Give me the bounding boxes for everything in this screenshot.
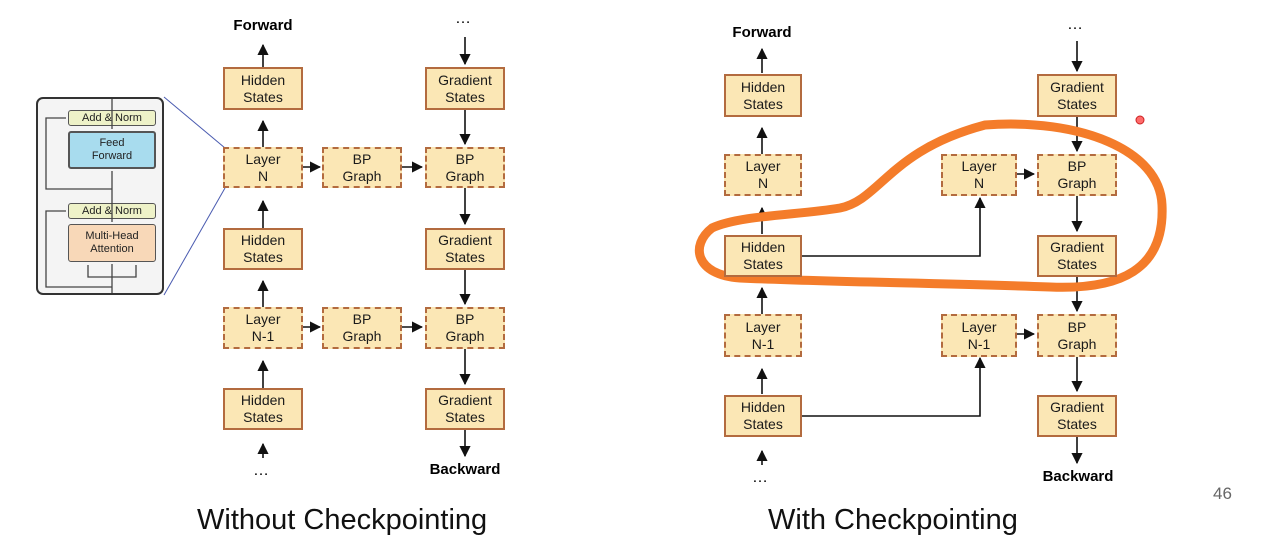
- right-forward-arrows: [756, 41, 1083, 465]
- right-layer-n-1: Layer N-1: [724, 314, 802, 357]
- left-gradient-states-top: Gradient States: [425, 67, 505, 110]
- right-recompute-layer-n-1: Layer N-1: [941, 314, 1017, 357]
- left-bottom-dots: …: [253, 462, 270, 479]
- left-forward-arrows: [257, 37, 471, 458]
- left-bp-graph-mid-1: BP Graph: [322, 147, 402, 188]
- left-gradient-states-mid: Gradient States: [425, 228, 505, 270]
- right-forward-label: Forward: [732, 24, 792, 41]
- checkpoint-link-top: [802, 196, 986, 257]
- right-layer-n: Layer N: [724, 154, 802, 196]
- right-bp-graph-2: BP Graph: [1037, 314, 1117, 357]
- multi-head-attention: Multi-Head Attention: [68, 224, 156, 262]
- left-layer-n: Layer N: [223, 147, 303, 188]
- right-backward-label: Backward: [1042, 468, 1114, 485]
- left-forward-label: Forward: [233, 17, 293, 34]
- left-backward-label: Backward: [429, 461, 501, 478]
- right-recompute-layer-n: Layer N: [941, 154, 1017, 196]
- transformer-wires: [45, 99, 137, 293]
- transformer-block: Add & Norm Feed Forward Add & Norm Multi…: [36, 97, 164, 295]
- right-gradient-states-bottom: Gradient States: [1037, 395, 1117, 437]
- checkpoint-link-bottom: [802, 356, 986, 417]
- right-top-dots: …: [1067, 16, 1084, 33]
- left-hidden-states-bottom: Hidden States: [223, 388, 303, 430]
- left-bp-graph-right-1: BP Graph: [425, 147, 505, 188]
- right-bp-graph-1: BP Graph: [1037, 154, 1117, 196]
- left-gradient-states-bottom: Gradient States: [425, 388, 505, 430]
- right-caption: With Checkpointing: [768, 504, 1018, 536]
- zoom-line-bottom: [163, 187, 226, 296]
- page-number: 46: [1213, 484, 1232, 503]
- left-hidden-states-mid: Hidden States: [223, 228, 303, 270]
- left-bp-graph-mid-2: BP Graph: [322, 307, 402, 349]
- right-gradient-states-mid: Gradient States: [1037, 235, 1117, 277]
- left-top-dots: …: [455, 10, 472, 27]
- zoom-line-top: [163, 96, 226, 149]
- right-hidden-states-top: Hidden States: [724, 74, 802, 117]
- left-caption: Without Checkpointing: [197, 504, 488, 536]
- right-gradient-states-top: Gradient States: [1037, 74, 1117, 117]
- pointer-dot: [1135, 115, 1145, 125]
- right-hidden-states-bottom: Hidden States: [724, 395, 802, 437]
- highlight-loop: [694, 119, 1167, 292]
- left-layer-n-1: Layer N-1: [223, 307, 303, 349]
- left-bp-graph-right-2: BP Graph: [425, 307, 505, 349]
- left-hidden-states-top: Hidden States: [223, 67, 303, 110]
- right-hidden-states-mid: Hidden States: [724, 235, 802, 277]
- feed-forward: Feed Forward: [68, 131, 156, 169]
- right-bottom-dots: …: [752, 469, 769, 486]
